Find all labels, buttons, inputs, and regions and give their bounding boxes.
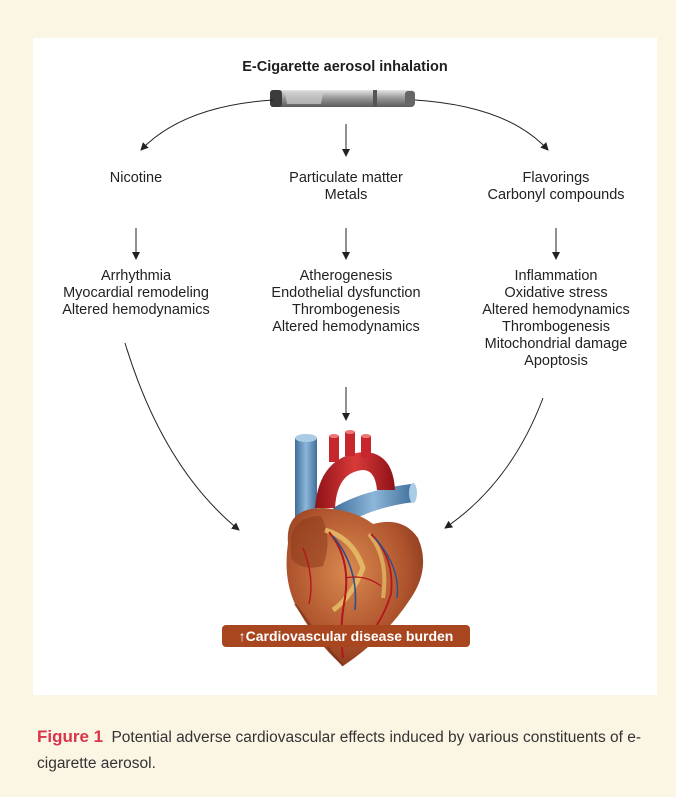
constituent-flavorings: Flavorings Carbonyl compounds <box>456 170 656 204</box>
arrow-to-nicotine <box>141 100 273 150</box>
effect-line: Altered hemodynamics <box>246 319 446 336</box>
figure-panel: E-Cigarette aerosol inhalation <box>33 38 657 695</box>
effects-nicotine: Arrhythmia Myocardial remodeling Altered… <box>36 268 236 319</box>
effect-line: Endothelial dysfunction <box>246 285 446 302</box>
effect-line: Thrombogenesis <box>456 319 656 336</box>
caption-text: Potential adverse cardiovascular effects… <box>37 729 641 772</box>
constituent-line: Flavorings <box>456 170 656 187</box>
effect-line: Altered hemodynamics <box>36 302 236 319</box>
constituent-particulate: Particulate matter Metals <box>246 170 446 204</box>
effects-particulate: Atherogenesis Endothelial dysfunction Th… <box>246 268 446 336</box>
outcome-text: Cardiovascular disease burden <box>246 628 454 644</box>
effect-line: Mitochondrial damage <box>456 336 656 353</box>
effect-line: Apoptosis <box>456 353 656 370</box>
constituent-line: Particulate matter <box>246 170 446 187</box>
effects-flavorings: Inflammation Oxidative stress Altered he… <box>456 268 656 370</box>
effect-line: Myocardial remodeling <box>36 285 236 302</box>
constituent-line: Metals <box>246 187 446 204</box>
arrow-to-flavorings <box>415 100 548 150</box>
effect-line: Altered hemodynamics <box>456 302 656 319</box>
up-arrow-icon: ↑ <box>239 628 246 644</box>
outcome-banner: ↑Cardiovascular disease burden <box>222 625 470 647</box>
constituent-line: Nicotine <box>36 170 236 187</box>
effect-line: Thrombogenesis <box>246 302 446 319</box>
arrow-right-to-heart <box>445 398 543 528</box>
e-cigarette-device-icon <box>270 90 415 107</box>
effect-line: Arrhythmia <box>36 268 236 285</box>
arrow-left-to-heart <box>125 343 239 530</box>
figure-caption: Figure 1 Potential adverse cardiovascula… <box>37 724 657 777</box>
effect-line: Oxidative stress <box>456 285 656 302</box>
effect-line: Atherogenesis <box>246 268 446 285</box>
constituent-line: Carbonyl compounds <box>456 187 656 204</box>
figure-label: Figure 1 <box>37 727 103 746</box>
constituent-nicotine: Nicotine <box>36 170 236 187</box>
effect-line: Inflammation <box>456 268 656 285</box>
